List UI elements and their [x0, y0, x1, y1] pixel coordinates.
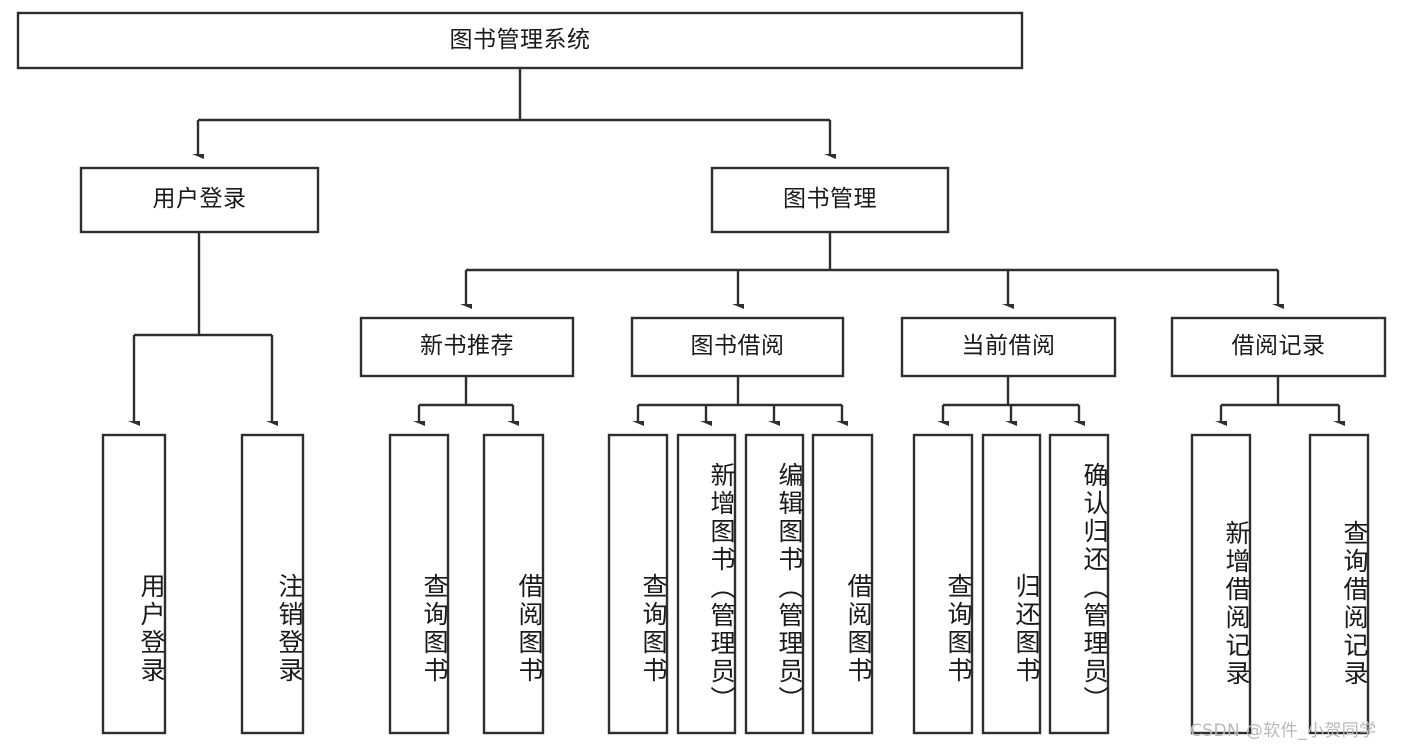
node-box-root[interactable] — [16, 11, 1024, 70]
node-box-leaf-query-book-cur[interactable] — [912, 433, 974, 735]
node-box-leaf-edit-book[interactable] — [744, 433, 805, 735]
node-box-leaf-user-login[interactable] — [101, 433, 167, 735]
node-box-leaf-return-book[interactable] — [981, 433, 1042, 735]
node-box-leaf-add-book[interactable] — [676, 433, 737, 735]
node-box-current-borrow[interactable] — [900, 316, 1117, 378]
node-box-leaf-borrow-book-rec[interactable] — [482, 433, 545, 735]
csdn-watermark: CSDN @软件_小贺同学 — [1190, 721, 1377, 741]
node-box-user-login[interactable] — [79, 166, 320, 234]
node-box-book-manage[interactable] — [710, 166, 950, 234]
node-box-leaf-add-record[interactable] — [1190, 433, 1252, 735]
node-box-book-borrow[interactable] — [630, 316, 845, 378]
node-box-leaf-query-book[interactable] — [607, 433, 669, 735]
node-box-borrow-record[interactable] — [1170, 316, 1387, 378]
node-box-leaf-query-book-rec[interactable] — [388, 433, 450, 735]
node-box-new-book-rec[interactable] — [359, 316, 575, 378]
node-box-leaf-logout[interactable] — [240, 433, 305, 735]
node-box-leaf-query-record[interactable] — [1308, 433, 1370, 735]
node-box-leaf-confirm-return[interactable] — [1048, 433, 1110, 735]
node-box-leaf-borrow-book[interactable] — [811, 433, 874, 735]
